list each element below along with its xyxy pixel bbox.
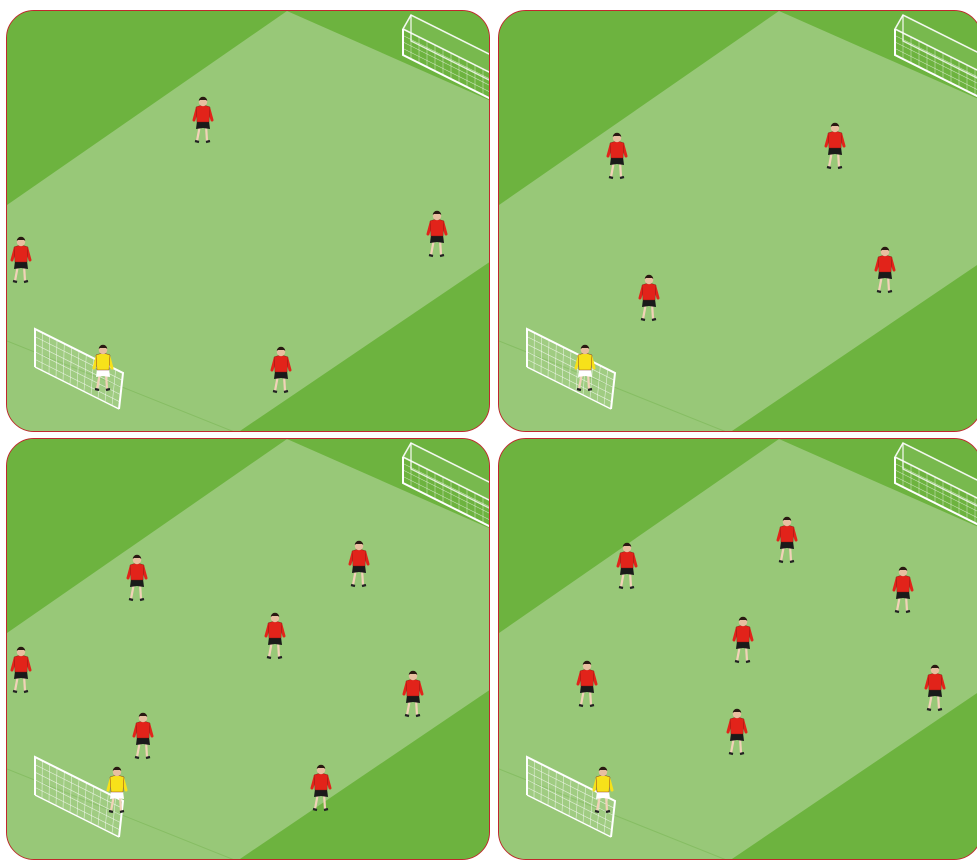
drill-panel-2 — [498, 10, 977, 432]
drill-panel-3 — [6, 438, 490, 860]
pitch-diagram — [7, 11, 490, 432]
pitch-diagram — [499, 11, 977, 432]
drill-panel-1 — [6, 10, 490, 432]
drill-panel-4 — [498, 438, 977, 860]
pitch-diagram — [7, 439, 490, 860]
pitch-diagram — [499, 439, 977, 860]
